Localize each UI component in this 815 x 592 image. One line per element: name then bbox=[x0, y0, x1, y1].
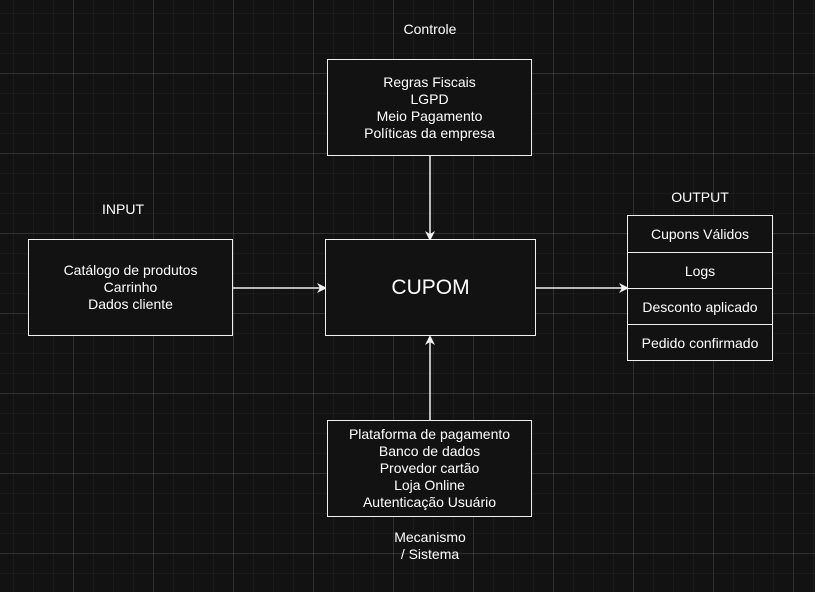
mechanism-label: Mecanismo / Sistema bbox=[370, 529, 490, 563]
mechanism-label-line-1: Mecanismo bbox=[394, 529, 466, 545]
output-item-cupons-validos[interactable]: Cupons Válidos bbox=[650, 226, 750, 242]
mechanism-item: Loja Online bbox=[394, 477, 465, 493]
mechanism-item: Autenticação Usuário bbox=[362, 494, 497, 510]
cupom-title: CUPOM bbox=[391, 275, 470, 299]
output-label: OUTPUT bbox=[671, 189, 729, 205]
mechanism-item: Provedor cartão bbox=[379, 460, 480, 476]
input-item: Catálogo de produtos bbox=[63, 262, 198, 278]
output-item-logs[interactable]: Logs bbox=[628, 252, 772, 288]
control-item: Regras Fiscais bbox=[383, 73, 476, 90]
input-label: INPUT bbox=[102, 201, 144, 217]
output-list[interactable]: Cupons Válidos Logs Desconto aplicado Pe… bbox=[627, 215, 773, 361]
control-item: LGPD bbox=[410, 90, 449, 107]
input-item: Carrinho bbox=[103, 279, 158, 295]
control-box[interactable]: Regras Fiscais LGPD Meio Pagamento Polít… bbox=[327, 59, 532, 156]
mechanism-label-line-2: / Sistema bbox=[400, 546, 460, 562]
mechanism-item: Plataforma de pagamento bbox=[348, 426, 511, 442]
control-item: Meio Pagamento bbox=[376, 107, 483, 124]
mechanism-item: Banco de dados bbox=[378, 443, 481, 459]
cupom-box[interactable]: CUPOM bbox=[325, 239, 536, 336]
mechanism-box[interactable]: Plataforma de pagamento Banco de dados P… bbox=[327, 420, 532, 517]
output-item-desconto-aplicado[interactable]: Desconto aplicado bbox=[628, 288, 772, 324]
control-item: Políticas da empresa bbox=[364, 124, 495, 141]
control-label: Controle bbox=[403, 21, 457, 37]
input-item: Dados cliente bbox=[88, 296, 173, 312]
output-item-pedido-confirmado[interactable]: Pedido confirmado bbox=[628, 324, 772, 360]
input-box[interactable]: Catálogo de produtos Carrinho Dados clie… bbox=[28, 239, 233, 336]
